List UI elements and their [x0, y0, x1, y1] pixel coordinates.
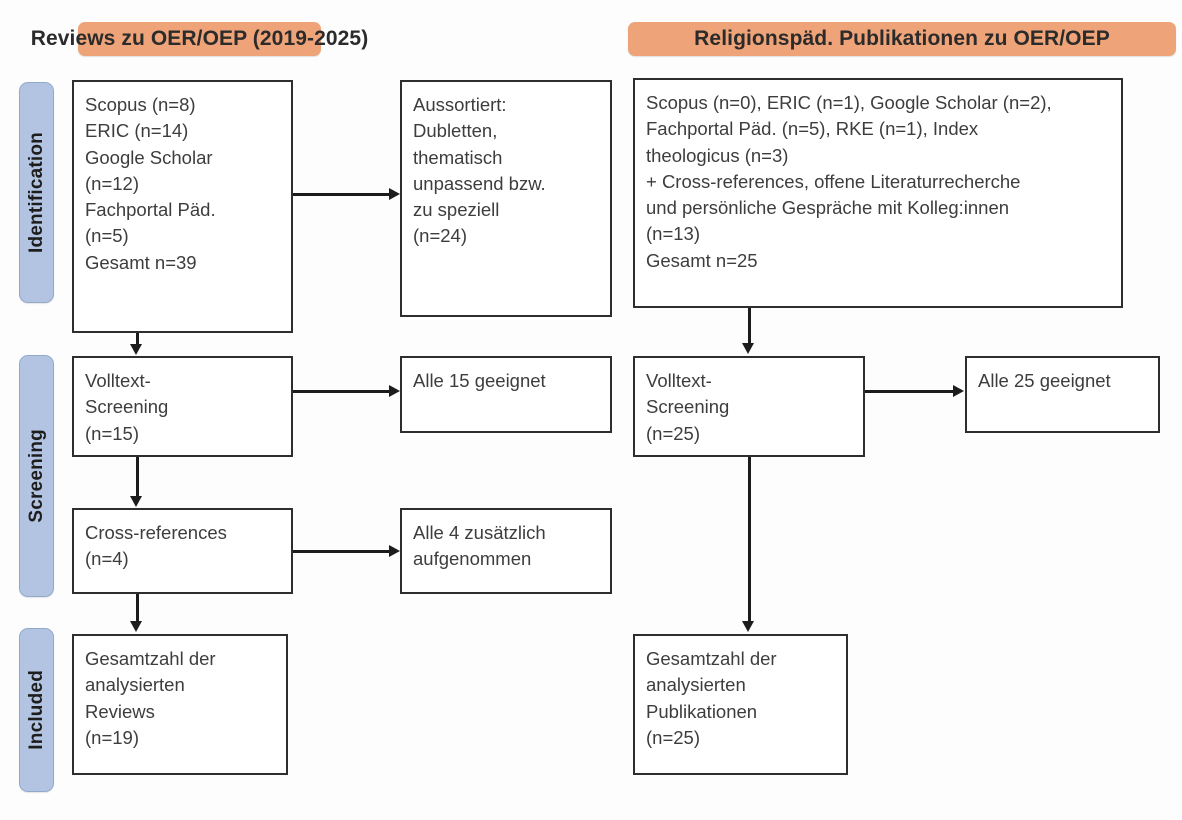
box-left-fulltext-line-2: (n=15) [85, 422, 139, 444]
connector-left-fulltext-to-result [293, 390, 389, 393]
arrowhead-left-fulltext-to-crossrefs [130, 496, 142, 507]
box-right-fulltext-result-line-0: Alle 25 geeignet [978, 370, 1111, 391]
column-header-left-label: Reviews zu OER/OEP (2019-2025) [30, 27, 369, 50]
box-right-sources-line-0: Scopus (n=0), ERIC (n=1), Google Scholar… [646, 92, 1052, 113]
box-left-sources-line-4: Fachportal Päd. [85, 199, 216, 221]
arrowhead-left-fulltext-to-result [389, 385, 400, 397]
box-right-fulltext-screening: Volltext- Screening (n=25) [633, 356, 865, 457]
box-left-included-line-0: Gesamtzahl der [85, 648, 216, 669]
connector-left-fulltext-to-crossrefs [136, 457, 139, 497]
box-left-excluded-line-3: unpassend bzw. [413, 172, 546, 194]
box-right-sources-line-4: und persönliche Gespräche mit Kolleg:inn… [646, 197, 1010, 219]
stage-label-included-text: Included [25, 670, 47, 750]
box-left-crossrefs-line-0: Cross-references [85, 522, 227, 543]
box-left-fulltext-result: Alle 15 geeignet [400, 356, 612, 433]
box-left-included-line-3: (n=19) [85, 726, 139, 748]
arrowhead-left-sources-to-excluded [389, 188, 400, 200]
box-right-sources-line-5: (n=13) [646, 223, 700, 245]
box-left-included: Gesamtzahl der analysierten Reviews (n=1… [72, 634, 288, 775]
box-left-sources-line-5: (n=5) [85, 225, 129, 247]
box-left-crossrefs: Cross-references (n=4) [72, 508, 293, 594]
box-right-sources-line-3: + Cross-references, offene Literaturrech… [646, 170, 1021, 192]
arrowhead-left-crossrefs-to-result [389, 545, 400, 557]
arrowhead-right-sources-to-fulltext [742, 343, 754, 354]
box-left-sources-line-6: Gesamt n=39 [85, 251, 197, 273]
box-left-crossrefs-result: Alle 4 zusätzlich aufgenommen [400, 508, 612, 594]
box-left-crossrefs-result-line-1: aufgenommen [413, 548, 532, 570]
connector-right-fulltext-to-result [865, 390, 953, 393]
arrowhead-right-fulltext-to-included [742, 621, 754, 632]
stage-label-screening: Screening [19, 355, 54, 597]
connector-right-sources-to-fulltext [748, 308, 751, 344]
box-left-fulltext-screening: Volltext- Screening (n=15) [72, 356, 293, 457]
box-left-included-line-2: Reviews [85, 700, 155, 722]
stage-label-included: Included [19, 628, 54, 792]
box-right-sources: Scopus (n=0), ERIC (n=1), Google Scholar… [633, 78, 1123, 308]
stage-label-screening-text: Screening [25, 429, 47, 523]
box-left-excluded-line-5: (n=24) [413, 225, 467, 247]
box-right-sources-line-2: theologicus (n=3) [646, 144, 789, 166]
arrowhead-left-crossrefs-to-included [130, 621, 142, 632]
box-left-sources: Scopus (n=8) ERIC (n=14) Google Scholar … [72, 80, 293, 333]
box-left-sources-line-2: Google Scholar [85, 146, 213, 168]
column-header-right-label: Religionspäd. Publikationen zu OER/OEP [694, 27, 1110, 50]
box-left-excluded: Aussortiert: Dubletten, thematisch unpas… [400, 80, 612, 317]
arrowhead-left-sources-to-fulltext [130, 344, 142, 355]
box-right-included-line-0: Gesamtzahl der [646, 648, 777, 669]
box-left-included-line-1: analysierten [85, 674, 185, 696]
box-left-sources-line-1: ERIC (n=14) [85, 120, 189, 142]
connector-left-sources-to-excluded [293, 193, 389, 196]
box-right-fulltext-result: Alle 25 geeignet [965, 356, 1160, 433]
stage-label-identification-text: Identification [25, 131, 47, 254]
box-right-included-line-3: (n=25) [646, 726, 700, 748]
box-right-fulltext-line-2: (n=25) [646, 422, 700, 444]
box-left-crossrefs-result-line-0: Alle 4 zusätzlich [413, 522, 546, 543]
box-left-excluded-line-0: Aussortiert: [413, 94, 507, 115]
connector-left-sources-to-fulltext [136, 333, 139, 345]
column-header-right: Religionspäd. Publikationen zu OER/OEP [628, 22, 1176, 56]
column-header-left: Reviews zu OER/OEP (2019-2025) [31, 22, 368, 56]
box-right-sources-line-6: Gesamt n=25 [646, 249, 758, 271]
box-right-fulltext-line-0: Volltext- [646, 370, 712, 391]
box-left-excluded-line-4: zu speziell [413, 199, 500, 221]
box-left-sources-line-0: Scopus (n=8) [85, 94, 196, 115]
connector-left-crossrefs-to-included [136, 594, 139, 622]
box-left-excluded-line-2: thematisch [413, 146, 503, 168]
box-left-excluded-line-1: Dubletten, [413, 120, 498, 142]
box-left-fulltext-line-0: Volltext- [85, 370, 151, 391]
box-right-sources-line-1: Fachportal Päd. (n=5), RKE (n=1), Index [646, 118, 979, 140]
box-right-fulltext-line-1: Screening [646, 396, 730, 418]
arrowhead-right-fulltext-to-result [953, 385, 964, 397]
box-left-crossrefs-line-1: (n=4) [85, 548, 129, 570]
box-right-included-line-1: analysierten [646, 674, 746, 696]
connector-right-fulltext-to-included [748, 457, 751, 622]
stage-label-identification: Identification [19, 82, 54, 303]
box-right-included: Gesamtzahl der analysierten Publikatione… [633, 634, 848, 775]
box-left-fulltext-result-line-0: Alle 15 geeignet [413, 370, 546, 391]
box-right-included-line-2: Publikationen [646, 700, 758, 722]
connector-left-crossrefs-to-result [293, 550, 389, 553]
box-left-sources-line-3: (n=12) [85, 172, 139, 194]
box-left-fulltext-line-1: Screening [85, 396, 169, 418]
